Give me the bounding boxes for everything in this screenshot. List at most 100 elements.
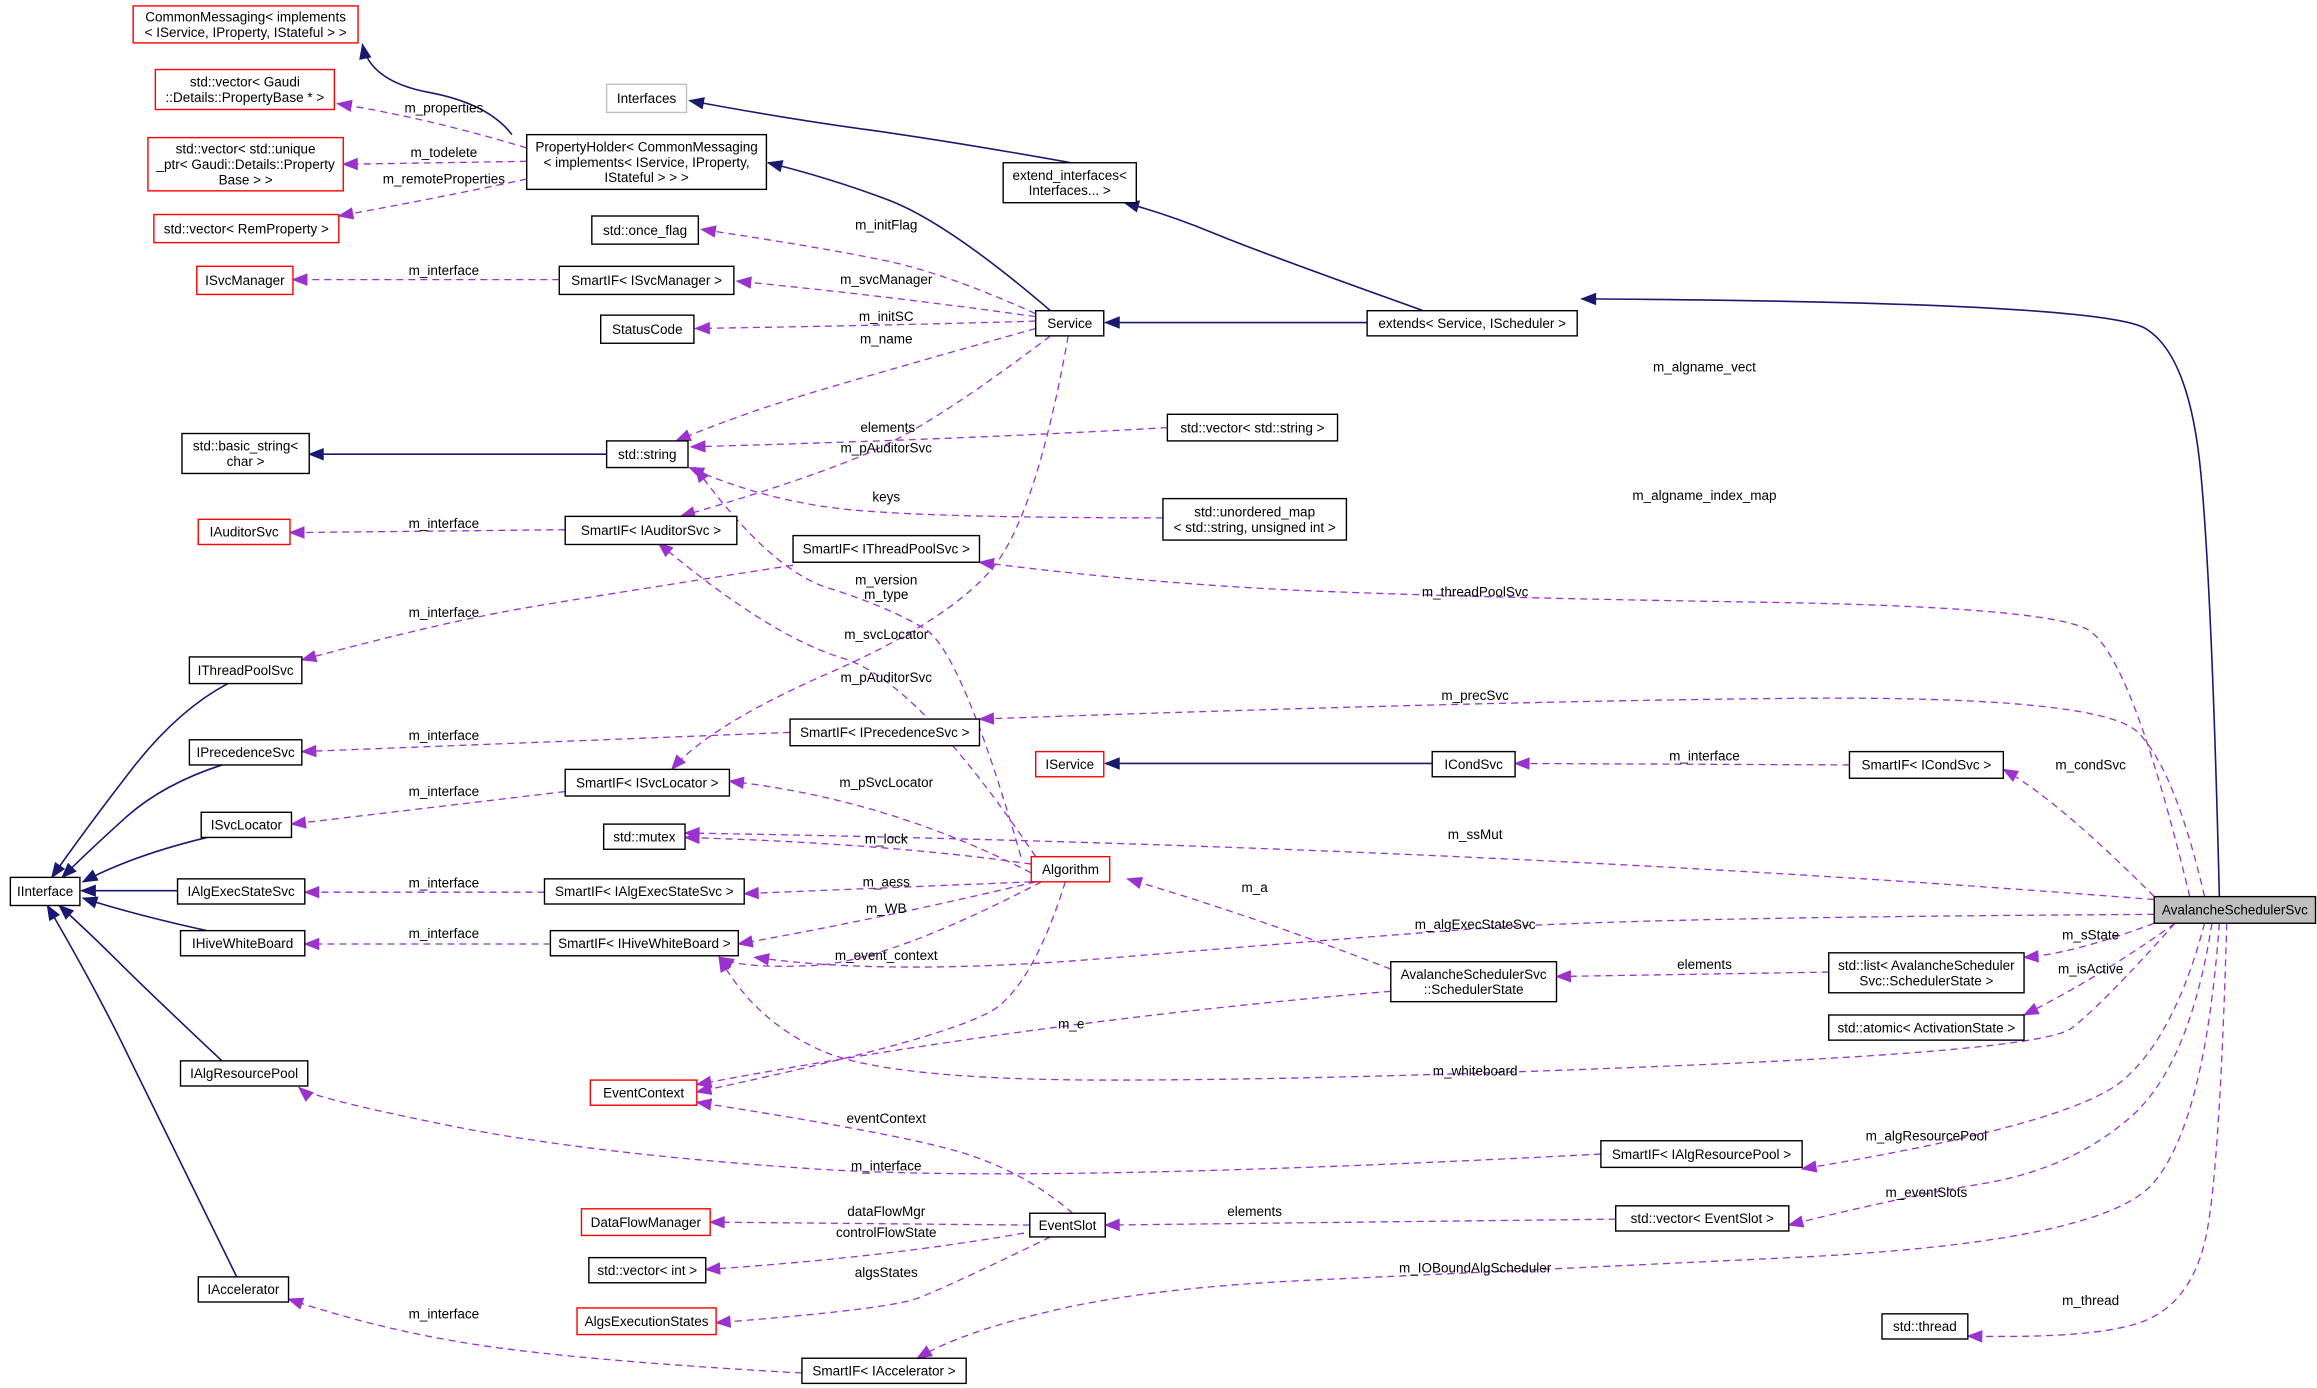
node-once-flag[interactable]: std::once_flag: [591, 215, 700, 245]
node-vec-unique[interactable]: std::vector< std::unique_ptr< Gaudi::Det…: [147, 136, 344, 192]
node-scheduler-state[interactable]: AvalancheSchedulerSvc::SchedulerState: [1390, 961, 1558, 1003]
edge-label-m-initflag: m_initFlag: [855, 217, 917, 232]
node-box: [1431, 750, 1516, 778]
node-interfaces[interactable]: Interfaces: [605, 83, 688, 114]
edge-label-m-lock: m_lock: [865, 831, 908, 846]
node-smartif-hivewhiteboard[interactable]: SmartIF< IHiveWhiteBoard >: [549, 929, 740, 957]
node-box: [549, 929, 740, 957]
node-box: [789, 718, 981, 747]
node-iservice[interactable]: IService: [1034, 750, 1105, 778]
node-box: [1166, 413, 1339, 442]
usage-arrowhead: [2002, 768, 2020, 782]
node-ialgresourcepool[interactable]: IAlgResourcePool: [179, 1060, 309, 1087]
node-box: [181, 432, 310, 475]
usage-edge: [343, 160, 527, 165]
node-box: [605, 440, 689, 469]
node-std-string[interactable]: std::string: [605, 440, 689, 469]
edge-label-m-ssmut: m_ssMut: [1448, 827, 1503, 842]
usage-edge: [979, 561, 2191, 897]
usage-arrowhead: [753, 953, 770, 966]
node-std-thread[interactable]: std::thread: [1881, 1313, 1969, 1340]
node-smartif-accelerator[interactable]: SmartIF< IAccelerator >: [801, 1357, 967, 1385]
node-box: [188, 739, 303, 766]
node-vec-propbase[interactable]: std::vector< Gaudi::Details::PropertyBas…: [154, 68, 336, 111]
node-ithreadpoolsvc[interactable]: IThreadPoolSvc: [188, 656, 303, 685]
node-ialgexecstatesvc[interactable]: IAlgExecStateSvc: [176, 878, 306, 905]
node-box: [591, 215, 700, 245]
edge-label-m-pauditorsvc-service: m_pAuditorSvc: [840, 441, 932, 456]
node-smartif-condsvc[interactable]: SmartIF< ICondSvc >: [1848, 750, 2005, 779]
node-box: [589, 1079, 698, 1106]
node-label-line: IAlgResourcePool: [190, 1066, 298, 1081]
node-box: [153, 213, 340, 244]
inheritance-edge: [61, 764, 223, 878]
node-label-line: SmartIF< IAlgResourcePool >: [1612, 1147, 1791, 1162]
nodes-layer: CommonMessaging< implements< IService, I…: [9, 5, 2317, 1385]
node-smartif-threadpoolsvc[interactable]: SmartIF< IThreadPoolSvc >: [792, 534, 981, 563]
node-iprecedencesvc[interactable]: IPrecedenceSvc: [188, 739, 303, 766]
node-statuscode[interactable]: StatusCode: [600, 314, 695, 344]
node-iauditorsvc[interactable]: IAuditorSvc: [197, 518, 291, 546]
node-algsexecutionstates[interactable]: AlgsExecutionStates: [576, 1307, 717, 1336]
node-property-holder[interactable]: PropertyHolder< CommonMessaging< impleme…: [526, 133, 768, 191]
node-label-line: Base > >: [219, 172, 273, 187]
edges-layer: [46, 43, 2228, 1374]
node-smartif-svcmanager[interactable]: SmartIF< ISvcManager >: [558, 265, 735, 296]
node-eventslot[interactable]: EventSlot: [1029, 1212, 1106, 1238]
node-extend-interfaces[interactable]: extend_interfaces<Interfaces... >: [1002, 162, 1138, 204]
usage-arrowhead: [704, 1262, 721, 1275]
node-unordered-map[interactable]: std::unordered_map< std::string, unsigne…: [1162, 497, 1348, 541]
node-ihivewhiteboard[interactable]: IHiveWhiteBoard: [179, 929, 306, 957]
usage-arrowhead: [694, 322, 710, 335]
node-eventcontext[interactable]: EventContext: [589, 1079, 698, 1106]
usage-arrowhead: [2022, 1002, 2040, 1016]
node-vec-remprop[interactable]: std::vector< RemProperty >: [153, 213, 340, 244]
node-label-line: Svc::SchedulerState >: [1859, 973, 1993, 988]
edge-label-m-aess: m_aess: [863, 874, 911, 889]
edge-label-m-interface-algexec: m_interface: [409, 876, 480, 891]
node-vec-string[interactable]: std::vector< std::string >: [1166, 413, 1339, 442]
node-list-schedstate[interactable]: std::list< AvalancheSchedulerSvc::Schedu…: [1828, 952, 2025, 994]
node-extends-service[interactable]: extends< Service, IScheduler >: [1366, 310, 1578, 337]
node-iaccelerator[interactable]: IAccelerator: [197, 1276, 290, 1303]
usage-edge: [690, 426, 1168, 448]
node-label-line: std::mutex: [613, 829, 676, 844]
node-label-line: SmartIF< IAuditorSvc >: [581, 523, 721, 538]
edge-label-m-todelete: m_todelete: [410, 145, 477, 160]
node-std-mutex[interactable]: std::mutex: [602, 823, 686, 850]
node-label-line: char >: [227, 454, 265, 469]
node-basic-string[interactable]: std::basic_string<char >: [181, 432, 310, 475]
edge-label-m-whiteboard: m_whiteboard: [1433, 1064, 1518, 1079]
node-vec-int[interactable]: std::vector< int >: [588, 1256, 707, 1284]
edge-label-m-name: m_name: [860, 331, 913, 346]
node-common-messaging[interactable]: CommonMessaging< implements< IService, I…: [132, 5, 359, 44]
node-smartif-algexecstatesvc[interactable]: SmartIF< IAlgExecStateSvc >: [543, 878, 745, 905]
node-icondsvc[interactable]: ICondSvc: [1431, 750, 1516, 778]
node-box: [1848, 750, 2005, 779]
node-label-line: IAccelerator: [207, 1282, 280, 1297]
node-service[interactable]: Service: [1034, 310, 1105, 337]
node-smartif-svclocator[interactable]: SmartIF< ISvcLocator >: [564, 768, 731, 797]
edge-label-m-properties: m_properties: [404, 100, 483, 115]
node-atomic-activation[interactable]: std::atomic< ActivationState >: [1828, 1014, 2025, 1041]
node-smartif-algresourcepool[interactable]: SmartIF< IAlgResourcePool >: [1600, 1140, 1803, 1169]
edge-label-m-interface-accelerator: m_interface: [409, 1306, 480, 1321]
usage-arrowhead: [728, 776, 745, 790]
node-iinterface[interactable]: IInterface: [9, 876, 81, 907]
inheritance-arrowhead: [51, 861, 66, 879]
usage-arrowhead: [714, 1315, 732, 1328]
edge-label-m-event-context: m_event_context: [835, 948, 938, 963]
node-avalanche[interactable]: AvalancheSchedulerSvc: [2153, 895, 2317, 924]
node-isvclocator[interactable]: ISvcLocator: [200, 811, 293, 839]
node-dataflowmanager[interactable]: DataFlowManager: [580, 1208, 711, 1237]
node-smartif-precedencesvc[interactable]: SmartIF< IPrecedenceSvc >: [789, 718, 981, 747]
node-isvcmanager[interactable]: ISvcManager: [196, 265, 294, 296]
node-algorithm[interactable]: Algorithm: [1030, 855, 1111, 883]
edge-label-m-interface-cond: m_interface: [1669, 748, 1740, 763]
node-vec-eventslot[interactable]: std::vector< EventSlot >: [1614, 1205, 1790, 1232]
node-label-line: IThreadPoolSvc: [198, 663, 294, 678]
node-smartif-auditorsvc[interactable]: SmartIF< IAuditorSvc >: [564, 515, 738, 546]
usage-edge: [288, 1298, 802, 1374]
node-label-line: StatusCode: [612, 322, 683, 337]
inheritance-arrowhead: [359, 43, 372, 60]
